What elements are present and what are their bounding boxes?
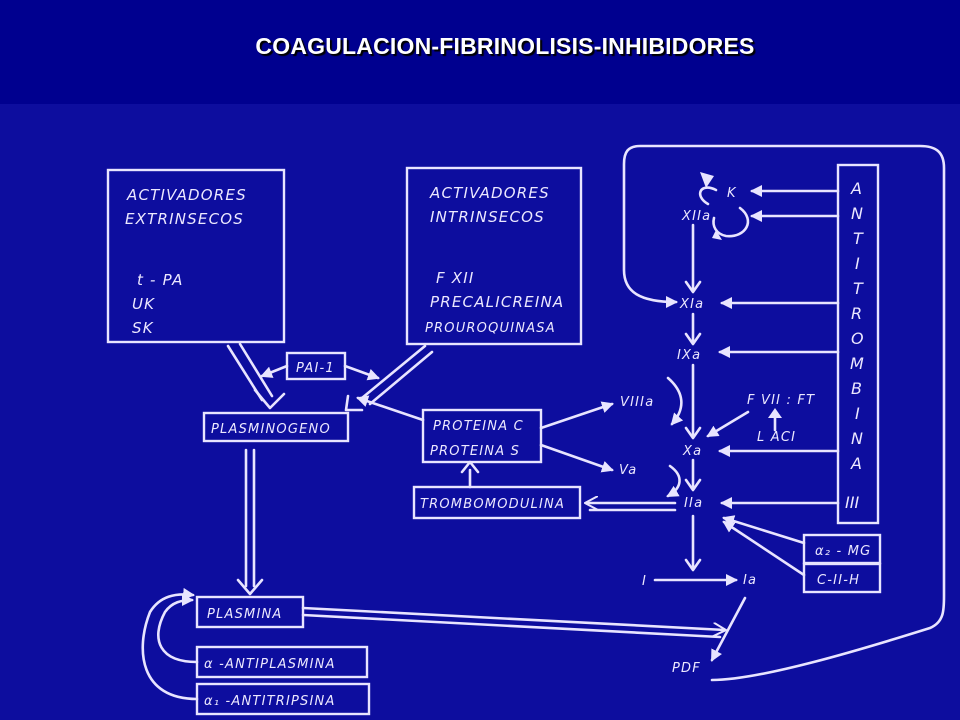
plasmina-label: PLASMINA [207, 607, 283, 622]
antitrombina-letter-2: N [851, 204, 863, 223]
antitrombina-letter-9: B [851, 379, 862, 398]
arrow-viiia-cofactor [666, 376, 684, 426]
slide-title: COAGULACION-FIBRINOLISIS-INHIBIDORES [255, 33, 755, 59]
arrow-c1inh-to-iia [722, 520, 806, 577]
intrinsic-line-1: ACTIVADORES [429, 184, 550, 202]
arrow-proteina-to-viiia [539, 401, 614, 430]
cascade-xa: Xa [682, 444, 702, 459]
arrow-proteina-to-va [539, 443, 614, 473]
arrow-pai1-left [260, 364, 289, 378]
extrinsic-line-1: ACTIVADORES [126, 186, 247, 204]
antitrombina-letter-5: T [853, 279, 864, 298]
antitrombina-letter-11: N [851, 429, 863, 448]
connections [141, 144, 946, 701]
intrinsic-activators-box: ACTIVADORES INTRINSECOS F XII PRECALICRE… [405, 166, 583, 346]
extrinsic-activators-box: ACTIVADORES EXTRINSECOS t - PA UK SK [106, 168, 286, 344]
intrinsic-prouroquinasa: PROUROQUINASA [425, 321, 556, 336]
alpha1-antitripsina-box: α₁ -ANTITRIPSINA [195, 682, 371, 716]
alpha2-mg-box: α₂ - MG [802, 533, 882, 565]
cascade-ia: Ia [743, 573, 757, 588]
arrow-pai1-right [343, 364, 380, 381]
extrinsic-line-2: EXTRINSECOS [125, 210, 244, 228]
pai1-box: PAI-1 [285, 351, 347, 381]
proteina-box: PROTEINA C PROTEINA S [421, 408, 543, 464]
arrow-antitripsina-loop [141, 587, 199, 701]
antitrombina-letter-12: A [850, 454, 862, 473]
antitrombina-box: A N T I T R O M B I N A III [836, 163, 880, 525]
extrinsic-uk: UK [132, 295, 155, 313]
trombomodulina-box: TROMBOMODULINA [412, 485, 582, 520]
arrow-fvii-to-xa [706, 410, 750, 438]
arrow-outer-feedback-loop [622, 144, 946, 682]
extrinsic-tpa: t - PA [137, 271, 184, 289]
intrinsic-precalicreina: PRECALICREINA [430, 293, 564, 311]
cascade-i: I [642, 574, 647, 589]
cascade-fvii-ft: F VII : FT [747, 393, 815, 408]
plasmina-box: PLASMINA [195, 595, 305, 629]
antitrombina-letter-10: I [855, 404, 860, 423]
arrow-intrinsic-to-plasminogeno [360, 344, 427, 400]
extrinsic-box-frame [106, 168, 286, 344]
antitrombina-letter-8: M [850, 354, 864, 373]
proteina-s-label: PROTEINA S [430, 444, 520, 459]
c1-inh-box: C-II-H [802, 562, 882, 594]
plasminogeno-box: PLASMINOGENO [202, 411, 350, 443]
antitrombina-letter-13: III [845, 493, 859, 512]
alpha2-mg-label: α₂ - MG [815, 544, 871, 559]
cascade-va: Va [619, 463, 637, 478]
cascade-k: K [727, 186, 737, 201]
arrow-proteina-to-pai [356, 395, 425, 422]
cascade-xiia: XIIa [681, 209, 711, 224]
antitrombina-letter-3: T [853, 229, 864, 248]
intrinsic-box-frame [405, 166, 583, 346]
cascade-ixa: IXa [677, 348, 701, 363]
arrow-alpha2mg-to-iia [722, 515, 806, 545]
proteina-c-label: PROTEINA C [433, 419, 524, 434]
antitrombina-letter-6: R [851, 304, 862, 323]
intrinsic-fxii: F XII [436, 269, 475, 287]
cascade-xia: XIa [679, 297, 704, 312]
c1-inh-label: C-II-H [817, 573, 860, 588]
antitrombina-letter-4: I [855, 254, 860, 273]
pai1-label: PAI-1 [296, 361, 335, 376]
antitrombina-letter-1: A [850, 179, 862, 198]
header-band: COAGULACION-FIBRINOLISIS-INHIBIDORES [0, 0, 960, 104]
arrow-va-cofactor [666, 464, 681, 498]
arrow-antiplasmina-loop [157, 594, 199, 664]
intrinsic-line-2: INTRINSECOS [430, 208, 545, 226]
arrow-ia-to-pdf [710, 596, 747, 662]
arrow-xiia-cycle [712, 206, 750, 238]
cascade-labels: K XIIa XIa IXa VIIIa F VII : FT L ACI Xa… [619, 186, 815, 676]
trombomodulina-label: TROMBOMODULINA [420, 497, 565, 512]
extrinsic-sk: SK [132, 319, 154, 337]
cascade-pdf: PDF [672, 661, 701, 676]
cascade-iia: IIa [684, 496, 703, 511]
antitrombina-letter-7: O [851, 329, 864, 348]
arrow-plasmina-to-pdf [301, 606, 725, 630]
plasminogeno-label: PLASMINOGENO [211, 422, 331, 437]
cascade-laci: L ACI [757, 430, 796, 445]
alpha-antiplasmina-box: α -ANTIPLASMINA [195, 645, 369, 679]
arrow-k-cycle [698, 186, 718, 206]
alpha1-antitripsina-label: α₁ -ANTITRIPSINA [204, 694, 336, 709]
cascade-viiia: VIIIa [620, 395, 654, 410]
alpha-antiplasmina-label: α -ANTIPLASMINA [204, 657, 336, 672]
